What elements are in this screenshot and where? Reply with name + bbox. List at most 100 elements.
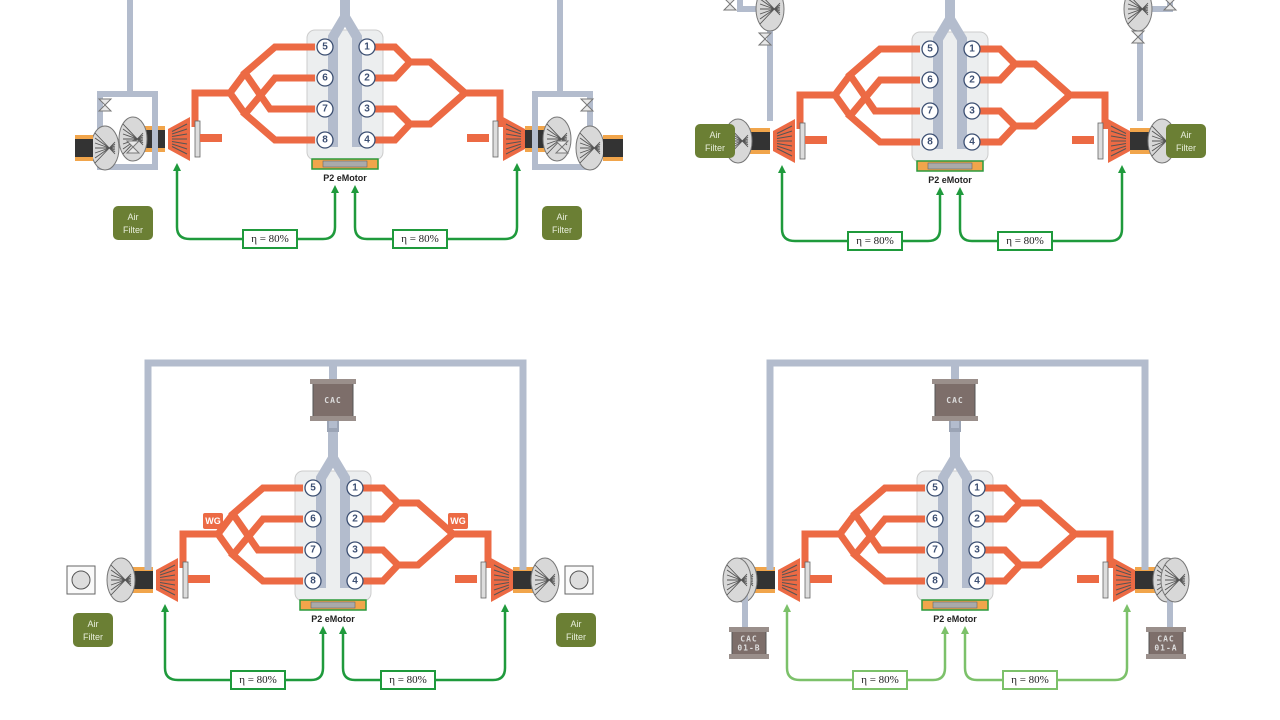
cac-tank <box>729 627 769 632</box>
turbine-blade <box>505 141 522 145</box>
turbine-right <box>480 558 513 602</box>
exhaust-pipe <box>363 562 401 585</box>
cac-tank <box>932 416 978 421</box>
emotor-label: P2 eMotor <box>933 614 977 624</box>
turbine-outlet <box>188 575 210 583</box>
cylinder-marker <box>304 479 322 497</box>
compressor-blade <box>579 141 601 164</box>
cac-core <box>934 381 976 419</box>
cylinder-marker <box>926 541 944 559</box>
turbine-blade <box>1110 130 1127 137</box>
compressor-blade <box>94 143 116 159</box>
energy-flow-right <box>341 608 507 682</box>
air-filter-box <box>73 613 113 647</box>
compressor-blade <box>534 569 556 585</box>
air-filter-box <box>556 613 596 647</box>
cylinder-number: 7 <box>927 106 933 117</box>
turbine-outlet <box>1077 575 1099 583</box>
arrowhead-icon <box>956 187 964 195</box>
turbine-blade <box>493 582 510 586</box>
exhaust-pipe <box>227 90 248 117</box>
emotor-core <box>927 162 973 170</box>
turbine-wheel <box>1102 561 1109 599</box>
compressor-blade <box>1127 2 1149 25</box>
bypass-valve-icon <box>125 140 141 154</box>
cylinder-marker <box>304 510 322 528</box>
turbine-wheel <box>1097 122 1104 160</box>
turbine-blade <box>1115 582 1132 586</box>
fan-icon <box>71 570 91 590</box>
arrowhead-icon <box>339 626 347 634</box>
air-filter-label: Filter <box>1176 143 1196 153</box>
efficiency-label: η = 80% <box>239 674 277 686</box>
cylinder-number: 4 <box>969 137 975 148</box>
compressor-blade <box>546 132 568 155</box>
cylinder-marker <box>358 131 376 149</box>
turbine-blade <box>493 569 510 576</box>
turbine-blade <box>505 146 522 155</box>
cylinder-number: 7 <box>310 545 316 556</box>
compressor-right <box>530 557 560 603</box>
shaft <box>750 132 770 150</box>
intake-runner-left <box>328 0 350 147</box>
turbine-blade <box>159 564 176 573</box>
turbo-shaft-left <box>133 567 153 593</box>
emotor-core <box>932 601 978 609</box>
compressor-blade <box>94 132 116 155</box>
cac-tank <box>310 379 356 384</box>
cac-tank <box>932 379 978 384</box>
cylinder-marker <box>358 69 376 87</box>
compressor-blade <box>94 145 116 154</box>
compressor-blade <box>1133 0 1149 16</box>
turbine-left <box>156 558 189 602</box>
air-filter-label: Filter <box>705 143 725 153</box>
turbine-wheel <box>799 122 806 160</box>
compressor-blade <box>579 137 601 153</box>
exhaust-right-a <box>985 484 1114 568</box>
efficiency-label: η = 80% <box>251 233 289 245</box>
cylinder-number: 2 <box>974 514 980 525</box>
compressor-blade <box>1164 564 1186 587</box>
cac-label: CAC <box>324 396 341 405</box>
cylinder-number: 8 <box>932 576 938 587</box>
cac-label: CAC <box>740 635 757 644</box>
bypass-valve-icon <box>554 140 570 154</box>
turbine-blade <box>505 128 522 135</box>
turbine-blade <box>493 564 510 573</box>
air-filter-label: Filter <box>566 632 586 642</box>
cylinder-number: 2 <box>352 514 358 525</box>
wastegate-label: WG <box>205 516 221 526</box>
cylinder-number: 5 <box>927 44 933 55</box>
cylinder-number: 7 <box>932 545 938 556</box>
turbine-blade <box>1115 569 1132 576</box>
air-filter-box <box>542 206 582 240</box>
turbine-blade <box>493 584 510 591</box>
cac-label: CAC <box>946 396 963 405</box>
turbine-blade <box>171 146 188 155</box>
compressor-blade <box>534 574 556 583</box>
compressor-blade <box>726 575 748 591</box>
exhaust-right-a <box>375 43 504 127</box>
cylinder-number: 6 <box>322 73 328 84</box>
turbine-blade <box>171 128 188 135</box>
cylinder-number: 4 <box>974 576 980 587</box>
turbine-blade <box>171 123 188 132</box>
intake-runner-right <box>950 455 972 588</box>
turbine-blade <box>776 125 793 134</box>
turbine-blade <box>1115 574 1132 578</box>
compressor-blade <box>579 142 601 151</box>
compressor-blade <box>1164 573 1186 596</box>
exhaust-right-b <box>363 531 456 569</box>
cylinder-marker <box>316 69 334 87</box>
compressor-blade <box>579 132 601 155</box>
turbine-outlet <box>200 134 222 142</box>
shaft <box>133 571 153 589</box>
cac-tank <box>1146 654 1186 659</box>
cylinder-number: 1 <box>364 42 370 53</box>
cac-core <box>312 381 354 419</box>
